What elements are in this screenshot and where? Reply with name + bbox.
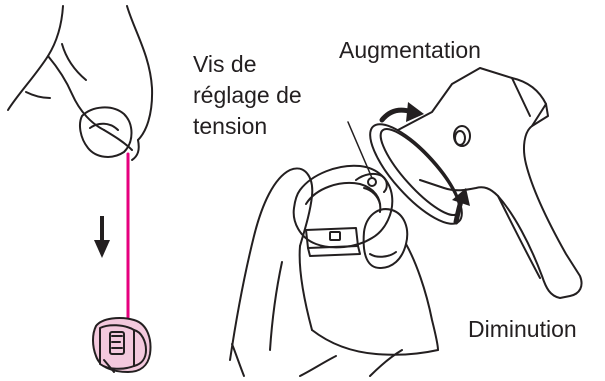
increase-label: Augmentation bbox=[339, 35, 481, 66]
tension-screw-label-line-2: réglage de bbox=[193, 80, 302, 111]
tension-screw-label-line-1: Vis de bbox=[193, 49, 302, 80]
arrow-down-icon bbox=[94, 216, 110, 258]
tension-screw-label-line-3: tension bbox=[193, 111, 302, 142]
tension-screw-pointer bbox=[348, 122, 372, 178]
decrease-label: Diminution bbox=[468, 314, 577, 345]
tension-screw-label: Vis de réglage de tension bbox=[193, 49, 302, 142]
bobbin-case-icon bbox=[93, 318, 150, 372]
left-hand-illustration bbox=[8, 6, 152, 160]
